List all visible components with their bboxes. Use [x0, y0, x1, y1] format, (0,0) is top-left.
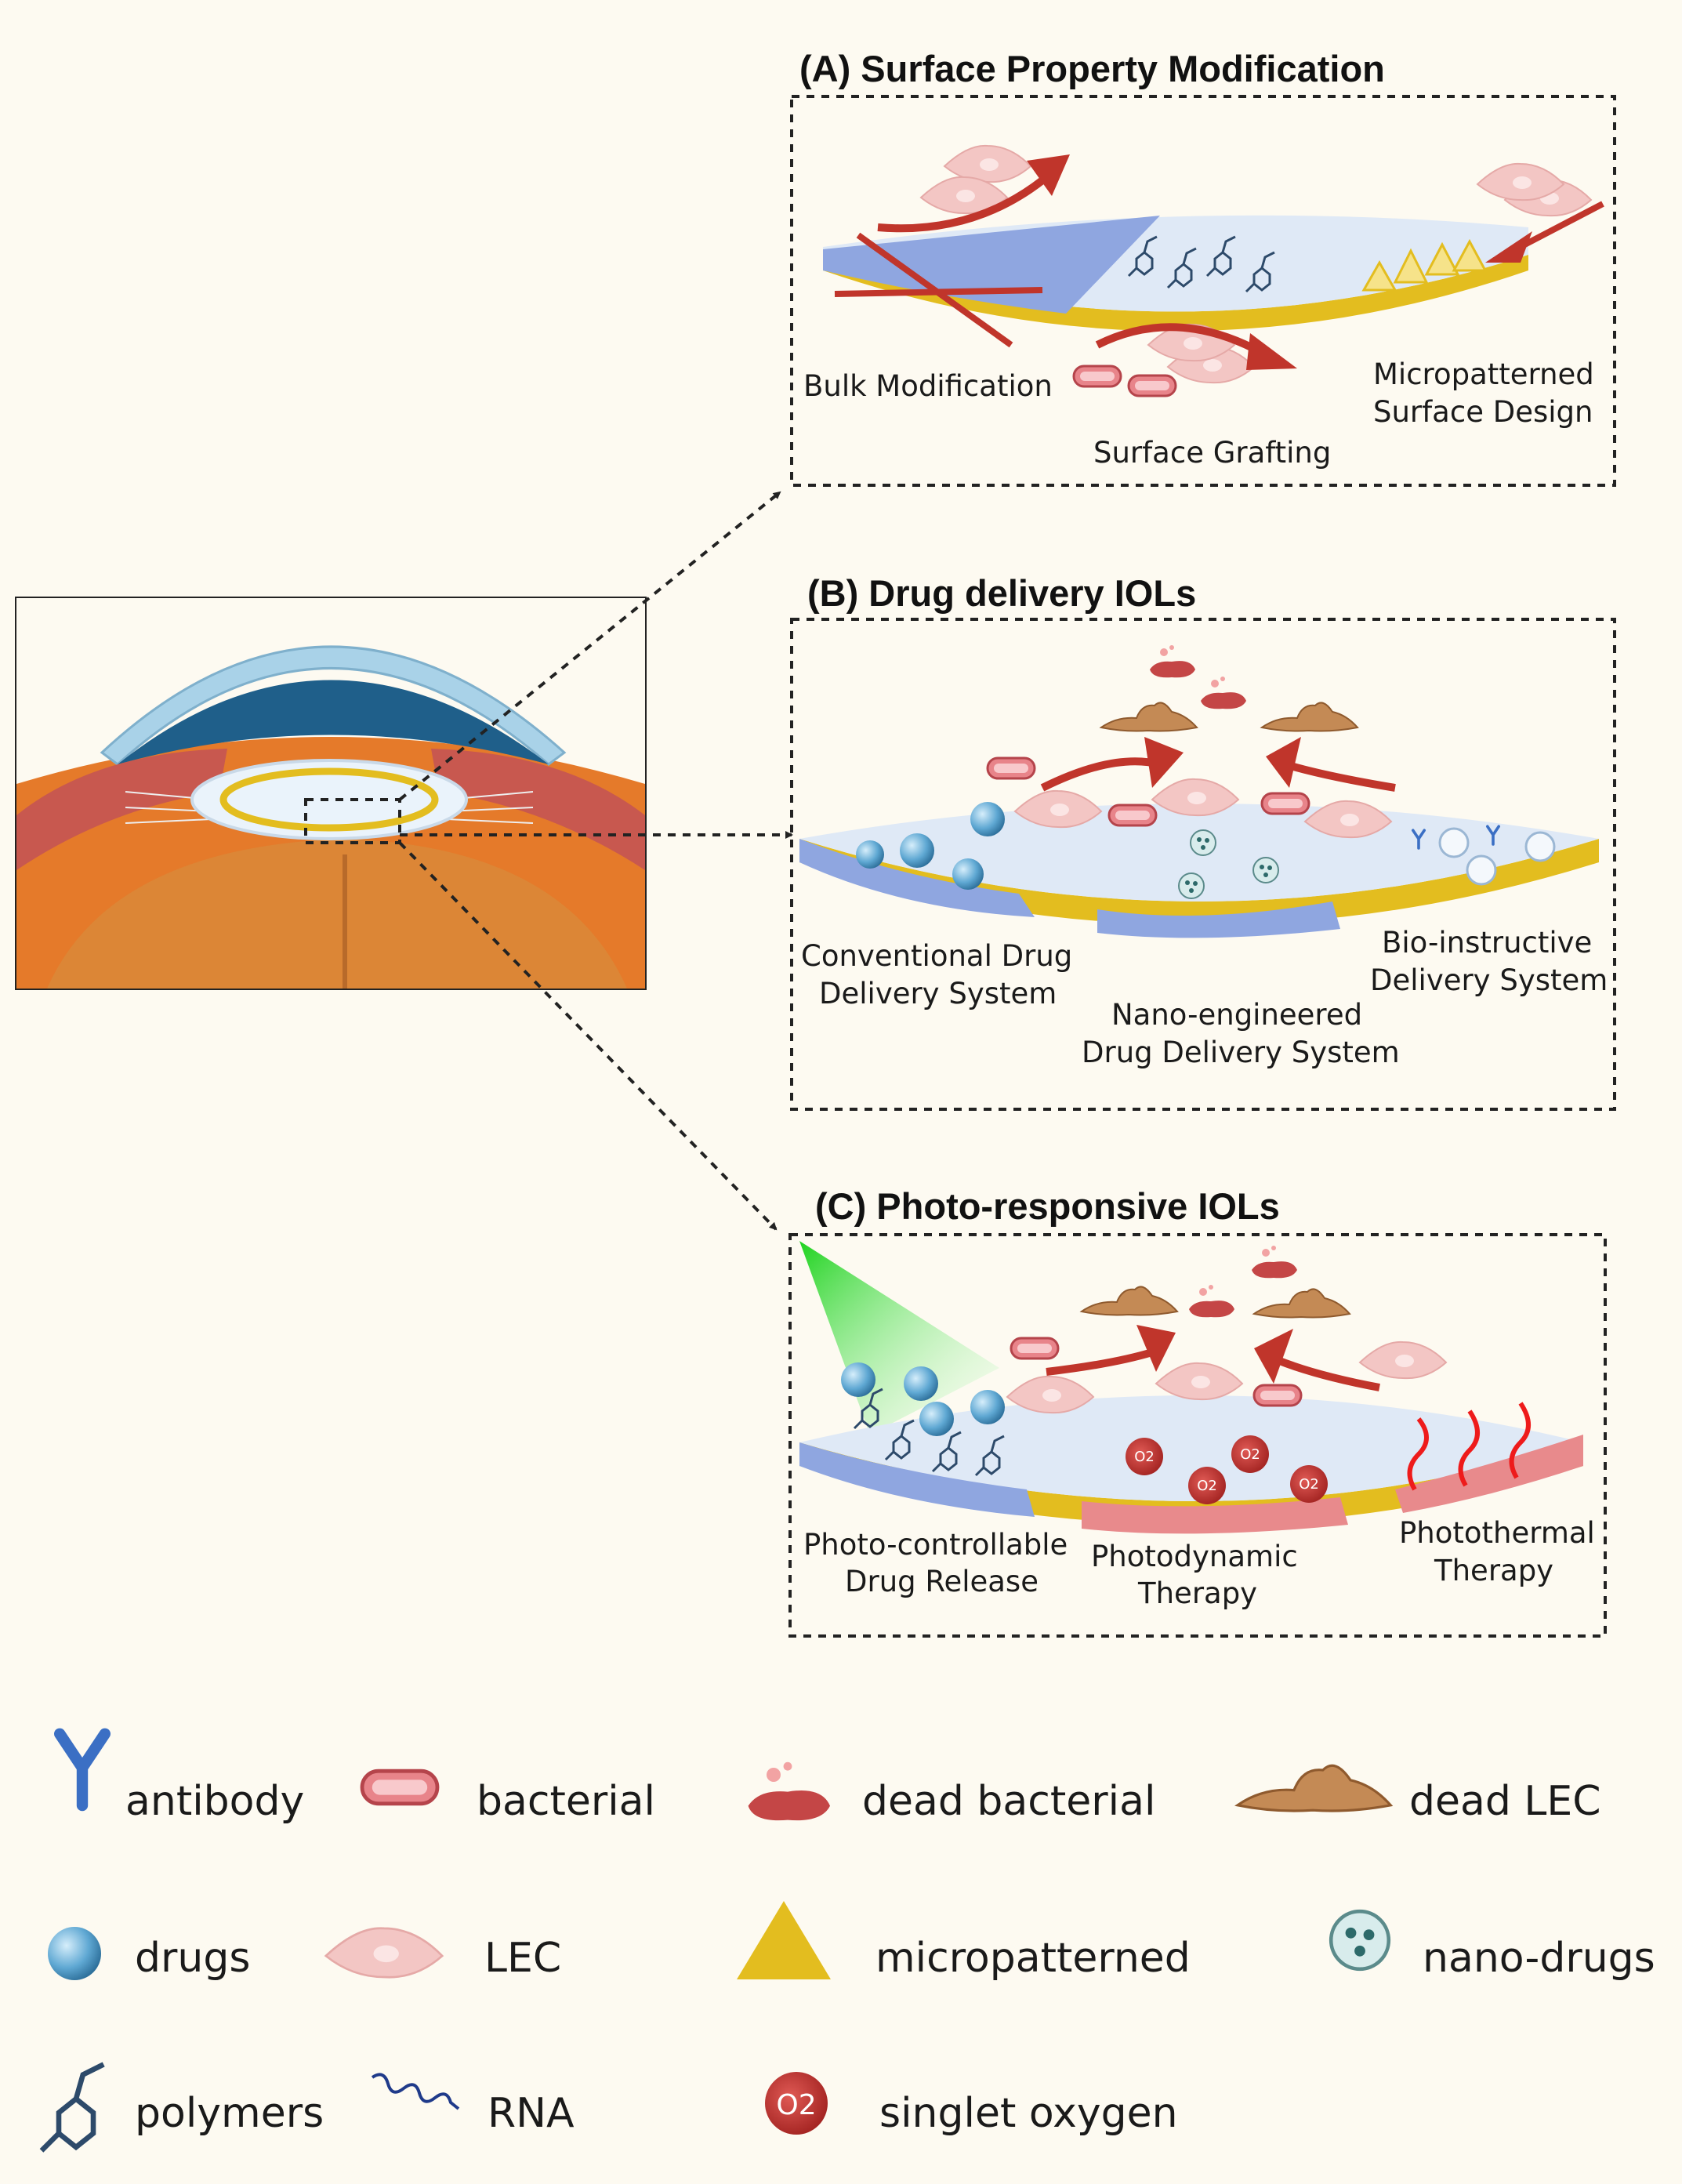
label-photo-controllable: Photo-controllable	[803, 1528, 1068, 1562]
antibody-icon	[60, 1734, 105, 1805]
legend: antibody bacterial dead bacterial dead L…	[42, 1734, 1655, 2151]
svg-text:O2: O2	[1134, 1449, 1155, 1465]
legend-micropatterned: micropatterned	[875, 1935, 1191, 1982]
lec-cell-icon	[324, 1927, 444, 1979]
legend-antibody: antibody	[125, 1778, 304, 1825]
label-bio-instructive: Bio-instructive	[1382, 926, 1592, 960]
legend-bacterial: bacterial	[477, 1778, 655, 1825]
eye-cross-section	[15, 597, 647, 990]
panel-b: (B) Drug delivery IOLs	[790, 572, 1616, 1111]
legend-rna: RNA	[488, 2090, 575, 2137]
label-therapy-ptt: Therapy	[1434, 1554, 1553, 1587]
bacteria-icon	[362, 1771, 437, 1804]
panel-c-title: (C) Photo-responsive IOLs	[815, 1185, 1280, 1227]
legend-drugs: drugs	[135, 1935, 250, 1982]
panel-a-frame	[790, 95, 1616, 487]
label-photodynamic: Photodynamic	[1091, 1540, 1298, 1573]
legend-singlet-oxygen: singlet oxygen	[879, 2090, 1178, 2137]
singlet-oxygen-icon: O2	[765, 2072, 828, 2135]
connector-arrows	[398, 491, 793, 1231]
label-drug-delivery-system-nano: Drug Delivery System	[1082, 1036, 1400, 1069]
drug-sphere-icon	[48, 1927, 101, 1980]
dead-bacteria-icon	[748, 1761, 830, 1821]
polymer-icon	[42, 2064, 103, 2150]
label-surface-grafting: Surface Grafting	[1093, 436, 1331, 470]
label-nano-engineered: Nano-engineered	[1111, 998, 1362, 1032]
svg-text:O2: O2	[1197, 1478, 1217, 1494]
triangle-icon	[737, 1901, 831, 1979]
label-drug-release: Drug Release	[845, 1565, 1039, 1598]
legend-nano-drugs: nano-drugs	[1423, 1935, 1655, 1982]
label-therapy-pdt: Therapy	[1137, 1576, 1257, 1610]
label-delivery-system-conv: Delivery System	[819, 977, 1057, 1010]
label-surface-design: Surface Design	[1373, 395, 1593, 429]
label-bulk-modification: Bulk Modification	[803, 369, 1053, 403]
label-delivery-system-bio: Delivery System	[1370, 963, 1608, 997]
panel-c-frame	[788, 1233, 1607, 1638]
legend-polymers: polymers	[135, 2090, 324, 2137]
svg-text:O2: O2	[1299, 1476, 1319, 1493]
nano-drug-icon	[1331, 1911, 1389, 1969]
label-conventional-drug: Conventional Drug	[801, 939, 1072, 973]
legend-dead-bacterial: dead bacterial	[862, 1778, 1155, 1825]
label-micropatterned: Micropatterned	[1373, 357, 1594, 391]
rna-icon	[371, 2073, 460, 2110]
panel-a-title: (A) Surface Property Modification	[799, 48, 1385, 89]
svg-text:O2: O2	[776, 2089, 816, 2121]
panel-c: (C) Photo-responsive IOLs O2 O2 O2 O2	[788, 1185, 1607, 1638]
panel-b-title: (B) Drug delivery IOLs	[807, 572, 1196, 614]
dead-lec-icon	[1236, 1764, 1392, 1812]
panel-a: (A) Surface Property Modification	[790, 48, 1616, 487]
legend-lec: LEC	[484, 1935, 561, 1982]
label-photothermal: Photothermal	[1399, 1516, 1595, 1550]
svg-text:O2: O2	[1240, 1446, 1260, 1463]
legend-dead-lec: dead LEC	[1409, 1778, 1601, 1825]
